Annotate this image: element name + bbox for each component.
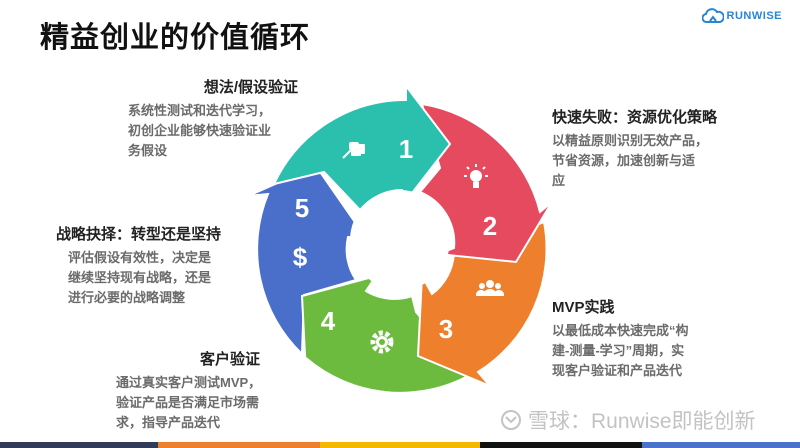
step-3-number: 3 bbox=[439, 314, 453, 344]
cloud-logo-icon bbox=[701, 8, 724, 23]
step-4-number: 4 bbox=[321, 306, 336, 336]
step-3-heading: MVP实践 bbox=[552, 299, 615, 316]
step-1-desc-line: 务假设 bbox=[128, 143, 168, 158]
step-1-text: 想法/假设验证 系统性测试和迭代学习， 初创企业能够快速验证业 务假设 bbox=[128, 76, 318, 161]
bar-segment bbox=[642, 442, 800, 448]
cycle-diagram: 1 2 3 4 5 $ bbox=[247, 83, 553, 394]
step-2-desc-line: 以精益原则识别无效产品， bbox=[552, 133, 709, 148]
step-5-heading: 战略抉择：转型还是坚持 bbox=[56, 226, 222, 243]
step-3-desc-line: 现客户验证和产品迭代 bbox=[552, 363, 683, 378]
step-1-desc-line: 系统性测试和迭代学习， bbox=[128, 103, 272, 118]
lightbulb-icon bbox=[464, 164, 488, 188]
step-2-desc-line: 应 bbox=[552, 173, 566, 188]
logo-text: RUNWISE bbox=[726, 10, 782, 22]
snowball-logo-icon bbox=[501, 410, 521, 430]
bar-segment bbox=[480, 442, 642, 448]
bar-segment bbox=[158, 442, 320, 448]
watermark-text: 雪球：Runwise即能创新 bbox=[528, 410, 756, 433]
dollar-icon: $ bbox=[293, 242, 308, 272]
bar-segment bbox=[320, 442, 480, 448]
step-5-desc-line: 继续坚持现有战略，还是 bbox=[68, 270, 212, 285]
step-4-text: 客户验证 通过真实客户测试MVP， 验证产品是否满足市场需 求，指导产品迭代 bbox=[116, 348, 316, 433]
step-3-desc-line: 建-测量-学习”周期，实 bbox=[552, 343, 685, 358]
users-icon bbox=[475, 280, 505, 296]
step-3-desc-line: 以最低成本快速完成“构 bbox=[552, 323, 689, 338]
step-2-desc-line: 节省资源，加速创新与适 bbox=[552, 153, 696, 168]
step-2-number: 2 bbox=[483, 211, 497, 241]
step-1-heading: 想法/假设验证 bbox=[203, 79, 298, 96]
step-2-text: 快速失败：资源优化策略 以精益原则识别无效产品， 节省资源，加速创新与适 应 bbox=[552, 106, 762, 191]
handshake-icon bbox=[342, 142, 365, 159]
step-4-heading: 客户验证 bbox=[200, 351, 261, 368]
runwise-logo: RUNWISE bbox=[701, 8, 782, 24]
gear-icon bbox=[370, 330, 394, 354]
page-title: 精益创业的价值循环 bbox=[40, 22, 311, 54]
step-4-desc-line: 验证产品是否满足市场需 bbox=[116, 395, 260, 410]
step-1-desc-line: 初创企业能够快速验证业 bbox=[128, 123, 272, 138]
step-4-desc-line: 求，指导产品迭代 bbox=[116, 415, 221, 430]
bottom-color-bar bbox=[0, 442, 800, 448]
step-1-number: 1 bbox=[399, 134, 413, 164]
watermark: 雪球：Runwise即能创新 bbox=[500, 405, 756, 435]
segment-3 bbox=[416, 220, 548, 387]
step-5-text: 战略抉择：转型还是坚持 评估假设有效性，决定是 继续坚持现有战略，还是 进行必要… bbox=[56, 223, 256, 308]
segment-5 bbox=[247, 164, 368, 357]
step-5-desc-line: 进行必要的战略调整 bbox=[68, 290, 186, 305]
step-4-desc-line: 通过真实客户测试MVP， bbox=[116, 375, 262, 390]
segment-2 bbox=[418, 102, 553, 264]
step-5-number: 5 bbox=[295, 193, 309, 223]
step-5-desc-line: 评估假设有效性，决定是 bbox=[68, 250, 212, 265]
bar-segment bbox=[0, 442, 158, 448]
step-3-text: MVP实践 以最低成本快速完成“构 建-测量-学习”周期，实 现客户验证和产品迭… bbox=[552, 296, 762, 381]
step-2-heading: 快速失败：资源优化策略 bbox=[552, 109, 718, 126]
center-hole bbox=[350, 190, 450, 290]
